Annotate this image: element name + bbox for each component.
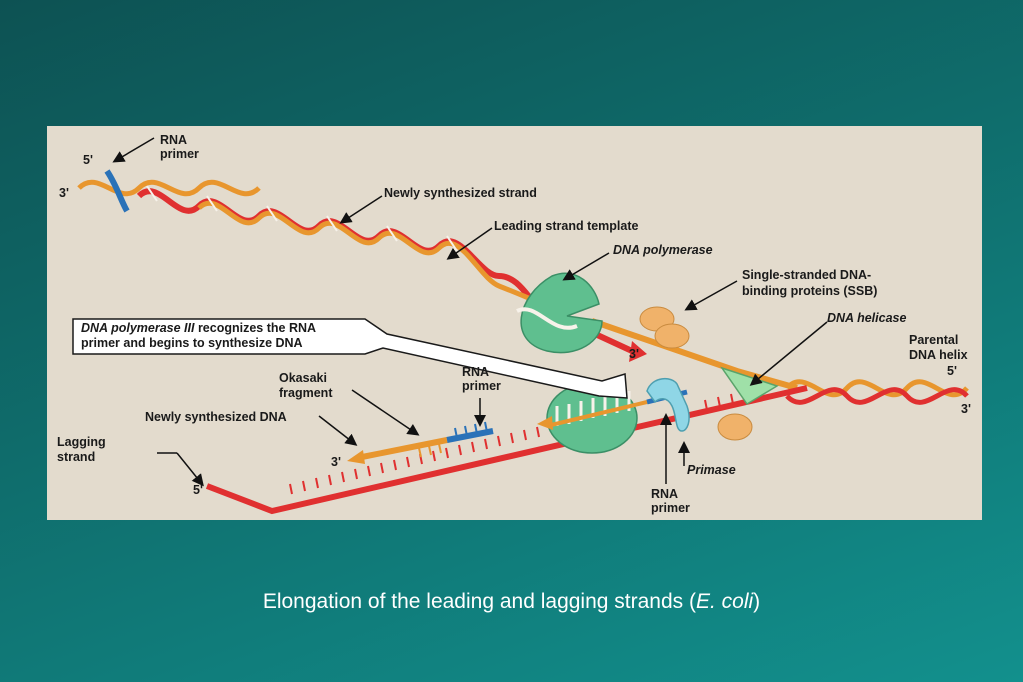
pointer-arrows <box>112 137 828 487</box>
lagging-strand <box>205 385 808 515</box>
parental-dna-helix-label: Parental DNA helix <box>909 333 968 362</box>
callout-box <box>72 318 628 399</box>
newly-synthesized-dna-label: Newly synthesized DNA <box>145 410 287 424</box>
slide-caption: Elongation of the leading and lagging st… <box>262 590 761 613</box>
template-to-helicase <box>591 318 798 391</box>
three-prime-lagging-label: 3' <box>331 455 341 469</box>
primase-label: Primase <box>687 463 736 477</box>
caption-italic: E. coli <box>695 590 754 613</box>
ssb-proteins <box>639 306 753 441</box>
rna-primer-bottom-label: RNA primer <box>651 487 690 515</box>
newly-synthesized-strand-label: Newly synthesized strand <box>384 186 537 200</box>
dna-helicase-shape <box>720 366 779 406</box>
template-strand <box>77 179 261 197</box>
okasaki-fragment-bar <box>347 421 494 464</box>
three-prime-leading-label: 3' <box>629 347 639 361</box>
rna-primer-top-label: RNA primer <box>160 133 199 161</box>
new-strand <box>136 188 540 309</box>
ssb-label: Single-stranded DNA- binding proteins (S… <box>742 268 877 298</box>
leading-arrowhead <box>629 341 647 362</box>
leading-strand-template-label: Leading strand template <box>494 219 639 233</box>
dna-replication-figure: RNA primer 5' 3' Newly synthesized stran… <box>47 126 982 520</box>
lagging-ticks <box>289 390 747 495</box>
five-prime-lagging-label: 5' <box>193 483 203 497</box>
template-strand-lower <box>197 200 559 314</box>
lagging-strand-label: Lagging strand <box>57 435 109 464</box>
three-prime-top-label: 3' <box>59 186 69 200</box>
leading-helix <box>77 169 559 314</box>
leading-dna-polymerase <box>520 272 603 354</box>
rna-primer-middle-label: RNA primer <box>462 365 501 393</box>
rna-primer-segment <box>104 169 130 213</box>
parental-helix <box>785 379 969 405</box>
five-prime-top-label: 5' <box>83 153 93 167</box>
five-prime-right-label: 5' <box>947 364 957 378</box>
dna-helicase-label: DNA helicase <box>827 311 906 325</box>
callout-text: DNA polymerase III recognizes the RNA pr… <box>81 321 319 350</box>
three-prime-right-label: 3' <box>961 402 971 416</box>
replication-diagram: RNA primer 5' 3' Newly synthesized stran… <box>57 133 971 515</box>
primase-shape <box>646 377 690 432</box>
dna-polymerase-label: DNA polymerase <box>613 243 713 257</box>
okasaki-fragment-label: Okasaki fragment <box>279 371 333 400</box>
lagging-new-arrowhead <box>537 416 553 430</box>
